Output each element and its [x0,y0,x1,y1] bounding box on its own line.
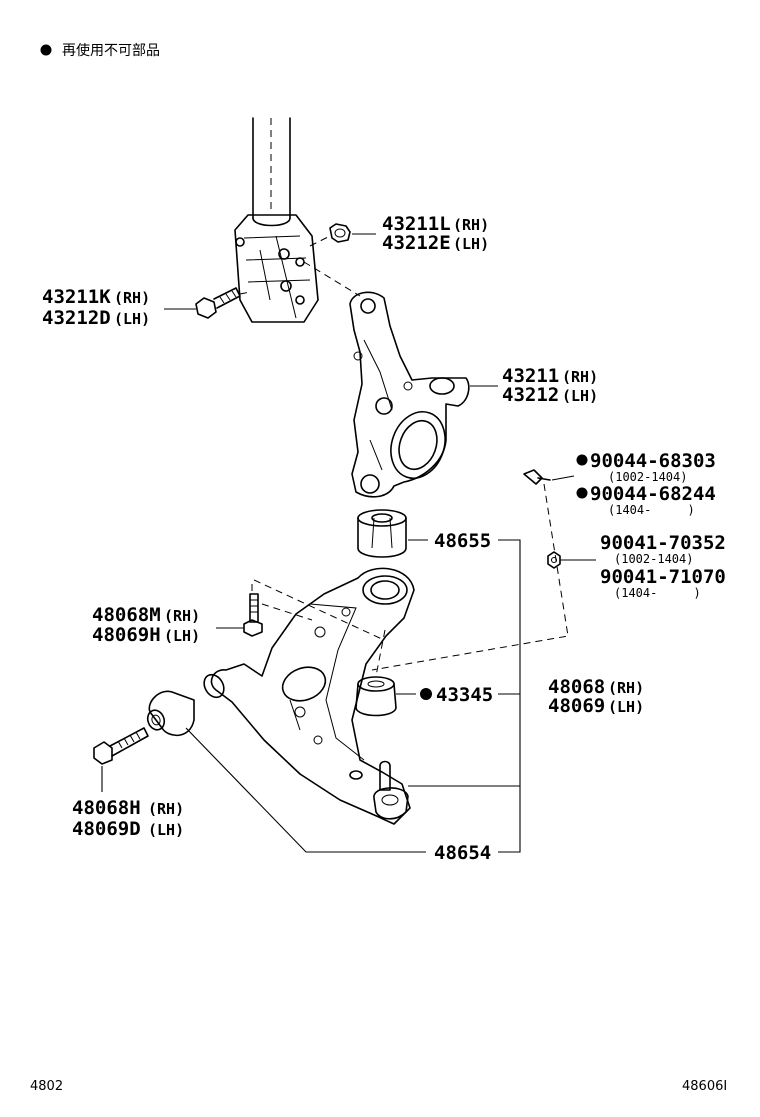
label-48069D-side: (LH) [148,821,184,839]
legend-text: 再使用不可部品 [62,42,160,59]
label-43211-side: (RH) [562,368,598,386]
label-48068-side: (RH) [608,679,644,697]
label-43211L: 43211L [382,213,451,235]
label-48069-side: (LH) [608,698,644,716]
label-43212: 43212 [502,384,559,406]
label-48068: 48068 [548,676,605,698]
label-43212E: 43212E [382,232,451,254]
label-48068H: 48068H [72,797,141,819]
label-90041-71070-date: (1404- ) [614,586,701,600]
non-reusable-bullet-icon [576,454,588,466]
label-48655: 48655 [434,530,491,552]
footer-right-code: 48606I [682,1079,727,1094]
cotter-pin [523,469,551,485]
label-90044-68303: 90044-68303 [590,450,716,472]
label-90044-68244-date: (1404- ) [608,503,695,517]
label-90041-70352: 90041-70352 [600,532,726,554]
non-reusable-bullet-icon [40,44,52,56]
front-bushing [146,690,195,737]
rear-bushing [357,509,407,558]
label-48068M: 48068M [92,604,161,626]
label-48654: 48654 [434,842,491,864]
label-90041-70352-date: (1002-1404) [614,552,693,566]
steering-knuckle [349,291,470,498]
castle-nut [547,551,561,569]
label-43212D: 43212D [42,307,111,329]
label-90044-68303-date: (1002-1404) [608,470,687,484]
label-43211K: 43211K [42,286,111,308]
label-43211: 43211 [502,365,559,387]
label-48068H-side: (RH) [148,800,184,818]
label-48069H: 48069H [92,624,161,646]
arm-bolt-vertical [243,593,263,637]
ball-joint [373,760,409,820]
label-48069H-side: (LH) [164,627,200,645]
label-48069D: 48069D [72,818,141,840]
label-43212D-side: (LH) [114,310,150,328]
non-reusable-bullet-icon [420,688,432,700]
footer-left-code: 4802 [30,1079,63,1094]
label-43211K-side: (RH) [114,289,150,307]
label-90041-71070: 90041-71070 [600,566,726,588]
label-48068M-side: (RH) [164,607,200,625]
ball-joint-boot [355,676,397,717]
non-reusable-bullet-icon [576,487,588,499]
strut-nut [329,223,351,243]
lower-control-arm [203,567,415,825]
label-43211L-side: (RH) [453,216,489,234]
strut-bolt [195,287,241,319]
label-43212E-side: (LH) [453,235,489,253]
label-90044-68244: 90044-68244 [590,483,716,505]
label-43345: 43345 [436,684,493,706]
arm-bolt-long [93,727,149,765]
strut-assembly [234,117,319,323]
label-48069: 48069 [548,695,605,717]
label-43212-side: (LH) [562,387,598,405]
